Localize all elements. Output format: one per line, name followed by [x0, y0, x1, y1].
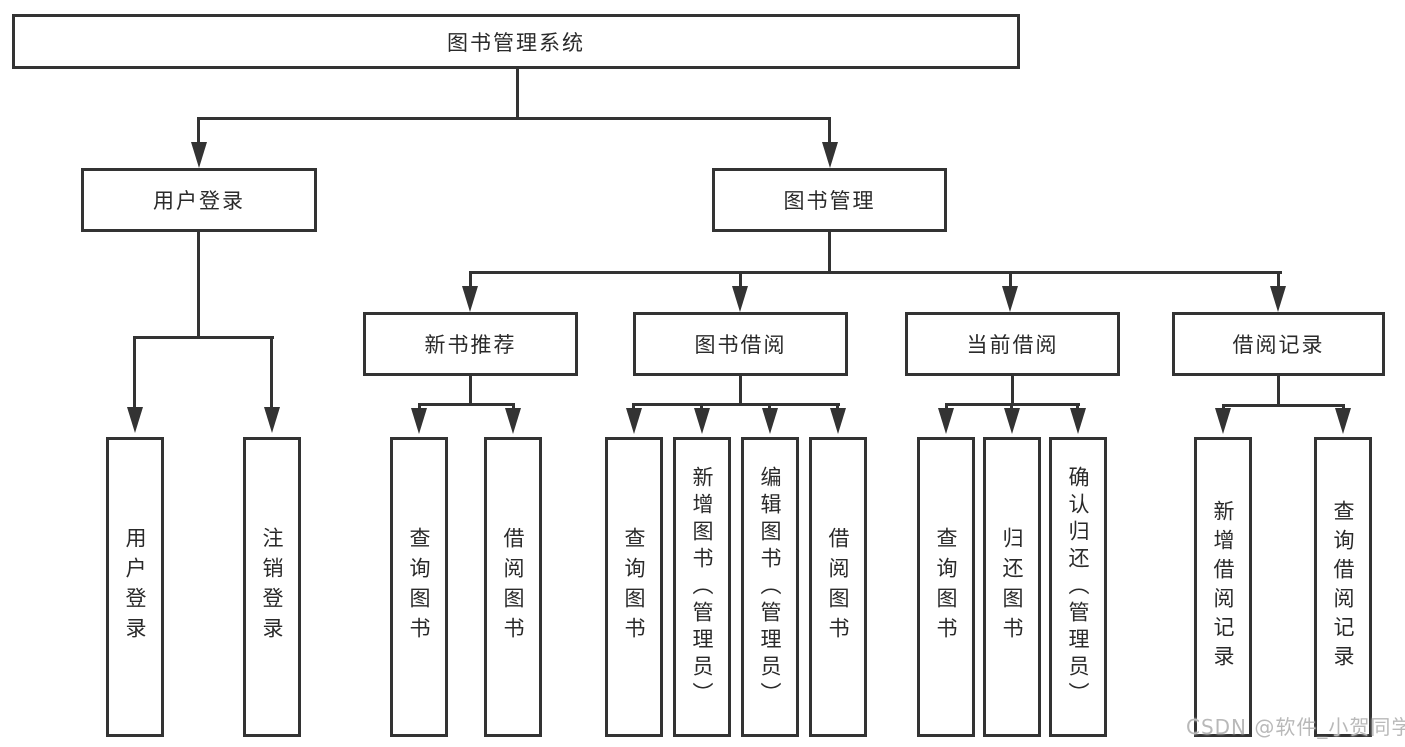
- connector-book-borrowing-stem: [739, 376, 742, 406]
- leaf-query-books-2: 查询图书: [605, 437, 663, 737]
- leaf-user-login: 用户登录: [106, 437, 164, 737]
- node-borrowing-records: 借阅记录: [1172, 312, 1385, 376]
- connector-book-management-stem: [828, 232, 831, 274]
- watermark: CSDN @软件_小贺同学: [1186, 715, 1405, 739]
- connector-to-current-borrowing: [1009, 271, 1012, 289]
- node-book-management: 图书管理: [712, 168, 947, 232]
- arrowhead-down-icon: [822, 142, 838, 168]
- connector-user-login-bar: [133, 336, 274, 339]
- leaf-return-books: 归还图书: [983, 437, 1041, 737]
- arrowhead-down-icon: [830, 408, 846, 434]
- leaf-query-books-1: 查询图书: [390, 437, 448, 737]
- connector-new-book-bar: [418, 403, 515, 406]
- leaf-query-borrow-record: 查询借阅记录: [1314, 437, 1372, 737]
- leaf-add-books-admin: 新增图书（管理员）: [673, 437, 731, 737]
- connector-root-stem: [516, 69, 519, 119]
- arrowhead-down-icon: [411, 408, 427, 434]
- leaf-query-books-3: 查询图书: [917, 437, 975, 737]
- arrowhead-down-icon: [626, 408, 642, 434]
- connector-borrowing-records-bar: [1222, 404, 1345, 407]
- arrowhead-down-icon: [505, 408, 521, 434]
- connector-to-new-book: [469, 271, 472, 289]
- arrowhead-down-icon: [191, 142, 207, 168]
- arrowhead-down-icon: [1070, 408, 1086, 434]
- leaf-confirm-return-admin: 确认归还（管理员）: [1049, 437, 1107, 737]
- connector-borrowing-records-stem: [1277, 376, 1280, 407]
- node-library-management-system: 图书管理系统: [12, 14, 1020, 69]
- node-book-borrowing: 图书借阅: [633, 312, 848, 376]
- arrowhead-down-icon: [127, 407, 143, 433]
- connector-new-book-stem: [469, 376, 472, 406]
- arrowhead-down-icon: [1002, 286, 1018, 312]
- arrowhead-down-icon: [694, 408, 710, 434]
- node-user-login: 用户登录: [81, 168, 317, 232]
- arrowhead-down-icon: [938, 408, 954, 434]
- node-current-borrowing: 当前借阅: [905, 312, 1120, 376]
- connector-to-book-borrowing: [739, 271, 742, 289]
- node-new-book-recommendation: 新书推荐: [363, 312, 578, 376]
- connector-current-borrowing-stem: [1011, 376, 1014, 406]
- leaf-borrow-books-1: 借阅图书: [484, 437, 542, 737]
- arrowhead-down-icon: [1270, 286, 1286, 312]
- connector-to-book-management: [828, 117, 831, 147]
- connector-book-borrowing-bar: [632, 403, 840, 406]
- arrowhead-down-icon: [1335, 408, 1351, 434]
- connector-root-bar: [197, 117, 831, 120]
- arrowhead-down-icon: [462, 286, 478, 312]
- connector-to-borrowing-records: [1277, 271, 1280, 289]
- connector-to-user-login: [197, 117, 200, 147]
- connector-book-management-bar: [469, 271, 1282, 274]
- leaf-add-borrow-record: 新增借阅记录: [1194, 437, 1252, 737]
- arrowhead-down-icon: [732, 286, 748, 312]
- leaf-borrow-books-2: 借阅图书: [809, 437, 867, 737]
- arrowhead-down-icon: [762, 408, 778, 434]
- leaf-edit-books-admin: 编辑图书（管理员）: [741, 437, 799, 737]
- connector-to-leaf-user-login: [133, 336, 136, 411]
- leaf-logout: 注销登录: [243, 437, 301, 737]
- arrowhead-down-icon: [1004, 408, 1020, 434]
- connector-user-login-stem: [197, 232, 200, 339]
- connector-to-leaf-logout: [270, 336, 273, 411]
- arrowhead-down-icon: [1215, 408, 1231, 434]
- arrowhead-down-icon: [264, 407, 280, 433]
